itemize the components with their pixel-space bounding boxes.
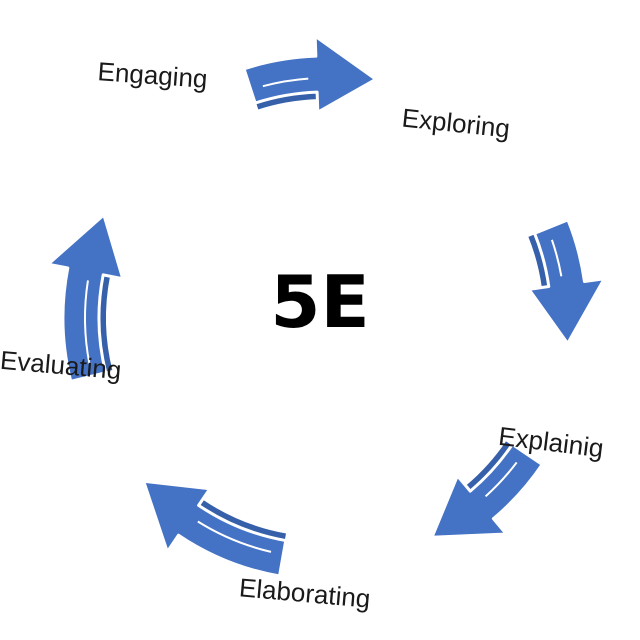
arrow-exploring-to-explaining-highlight <box>550 239 563 277</box>
arrow-explaining-to-elaborating-highlight <box>484 461 518 498</box>
arrow-elaborating-to-evaluating-highlight <box>197 520 272 553</box>
stage-label-elaborating: Elaborating <box>238 572 372 613</box>
arrow-elaborating-to-evaluating <box>142 479 288 578</box>
cycle-arrows <box>46 34 606 578</box>
arrow-engaging-to-exploring-highlight <box>262 77 309 88</box>
arrow-evaluating-to-engaging-highlight <box>84 280 91 364</box>
stage-label-engaging: Engaging <box>97 56 209 94</box>
stage-label-exploring: Exploring <box>400 102 511 143</box>
arrow-exploring-to-explaining <box>527 218 606 346</box>
arrow-explaining-to-elaborating <box>430 442 544 539</box>
arrow-engaging-to-exploring <box>242 34 378 114</box>
center-title: 5E <box>270 260 369 344</box>
